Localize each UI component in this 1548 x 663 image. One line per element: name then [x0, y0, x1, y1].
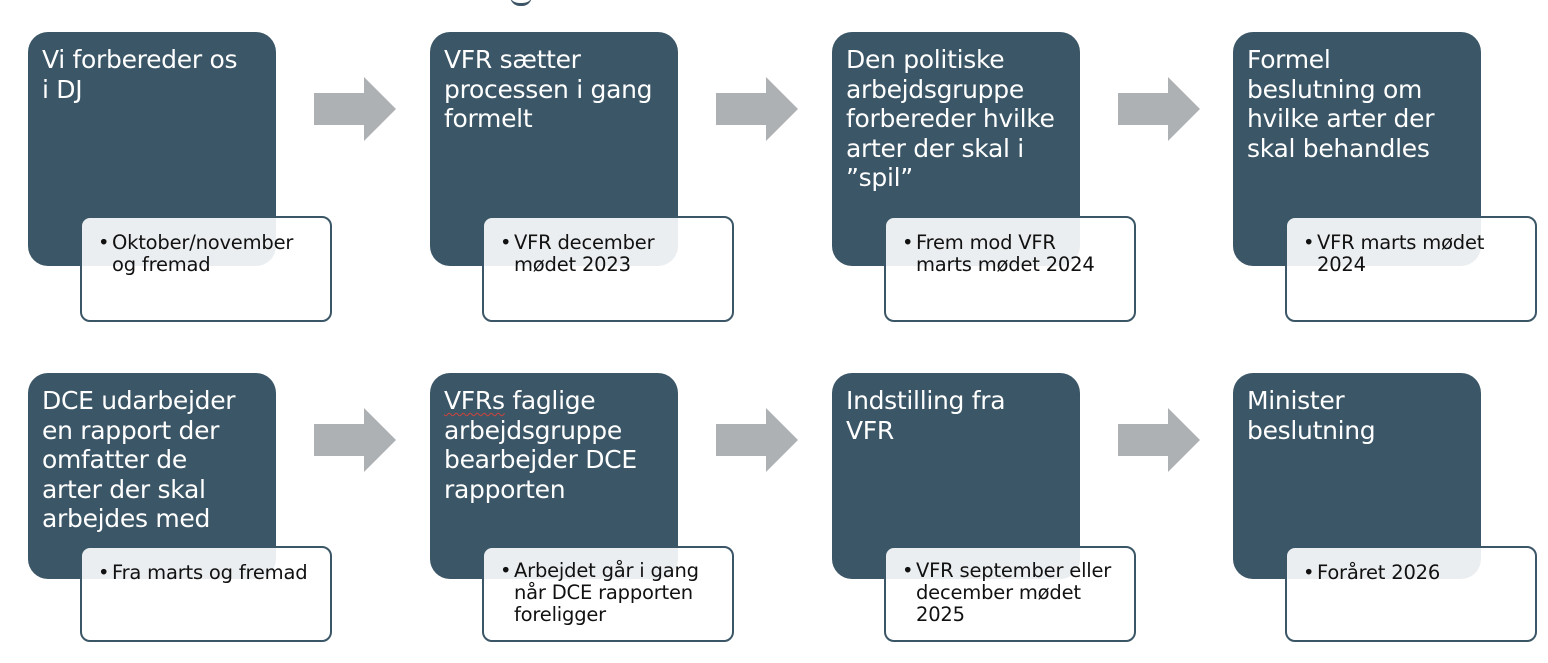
step-title-box: DCE udarbejder en rapport der omfatter d…	[28, 373, 276, 579]
right-arrow-icon	[716, 77, 798, 141]
right-arrow-icon	[1118, 408, 1200, 472]
step-detail-box: Fra marts og fremad	[80, 546, 332, 642]
step-title-box: Indstilling fra VFR	[832, 373, 1080, 579]
step-5: DCE udarbejder en rapport der omfatter d…	[28, 373, 332, 663]
step-detail-item: Arbejdet går i gang når DCE rapporten fo…	[500, 560, 722, 626]
right-arrow-icon	[314, 408, 396, 472]
step-title-word: VFRs	[444, 386, 505, 415]
step-title: Den politiske arbejdsgruppe forbereder h…	[846, 45, 1055, 192]
step-detail-item: VFR september eller december mødet 2025	[902, 560, 1124, 626]
step-title-box: VFRs faglige arbejdsgruppe bearbejder DC…	[430, 373, 678, 579]
step-detail-box: Oktober/november og fremad	[80, 216, 332, 322]
step-detail-box: Foråret 2026	[1285, 546, 1537, 642]
step-detail-item: Oktober/november og fremad	[98, 232, 320, 276]
right-arrow-icon	[1118, 77, 1200, 141]
step-detail-item: Frem mod VFR marts mødet 2024	[902, 232, 1124, 276]
right-arrow-icon	[314, 77, 396, 141]
step-detail-box: VFR marts mødet 2024	[1285, 216, 1537, 322]
step-title: Formel beslutning om hvilke arter der sk…	[1247, 45, 1435, 163]
step-8: Minister beslutning Foråret 2026	[1233, 373, 1537, 663]
step-title: Vi forbereder os i DJ	[42, 45, 238, 104]
step-detail-box: Arbejdet går i gang når DCE rapporten fo…	[482, 546, 734, 642]
step-detail-item: VFR marts mødet 2024	[1303, 232, 1525, 276]
step-detail-item: VFR december mødet 2023	[500, 232, 722, 276]
step-detail-item: Foråret 2026	[1303, 562, 1525, 585]
step-title-box: Den politiske arbejdsgruppe forbereder h…	[832, 32, 1080, 266]
step-title: Minister beslutning	[1247, 386, 1376, 445]
step-title: Indstilling fra VFR	[846, 386, 1006, 445]
step-4: Formel beslutning om hvilke arter der sk…	[1233, 32, 1537, 322]
step-title: VFRs faglige arbejdsgruppe bearbejder DC…	[444, 386, 668, 504]
step-title: DCE udarbejder en rapport der omfatter d…	[42, 386, 236, 533]
step-1: Vi forbereder os i DJ Oktober/november o…	[28, 32, 332, 322]
step-title-box: Minister beslutning	[1233, 373, 1481, 579]
partial-top-mark	[510, 0, 532, 6]
step-2: VFR sætter processen i gang formelt VFR …	[430, 32, 734, 322]
step-detail-box: VFR september eller december mødet 2025	[884, 546, 1136, 642]
step-title: VFR sætter processen i gang formelt	[444, 45, 653, 133]
step-detail-item: Fra marts og fremad	[98, 562, 320, 585]
step-title-rest: faglige arbejdsgruppe bearbejder DCE rap…	[444, 386, 637, 504]
step-7: Indstilling fra VFR VFR september eller …	[832, 373, 1136, 663]
step-detail-box: VFR december mødet 2023	[482, 216, 734, 322]
right-arrow-icon	[716, 408, 798, 472]
step-6: VFRs faglige arbejdsgruppe bearbejder DC…	[430, 373, 734, 663]
step-3: Den politiske arbejdsgruppe forbereder h…	[832, 32, 1136, 322]
step-detail-box: Frem mod VFR marts mødet 2024	[884, 216, 1136, 322]
